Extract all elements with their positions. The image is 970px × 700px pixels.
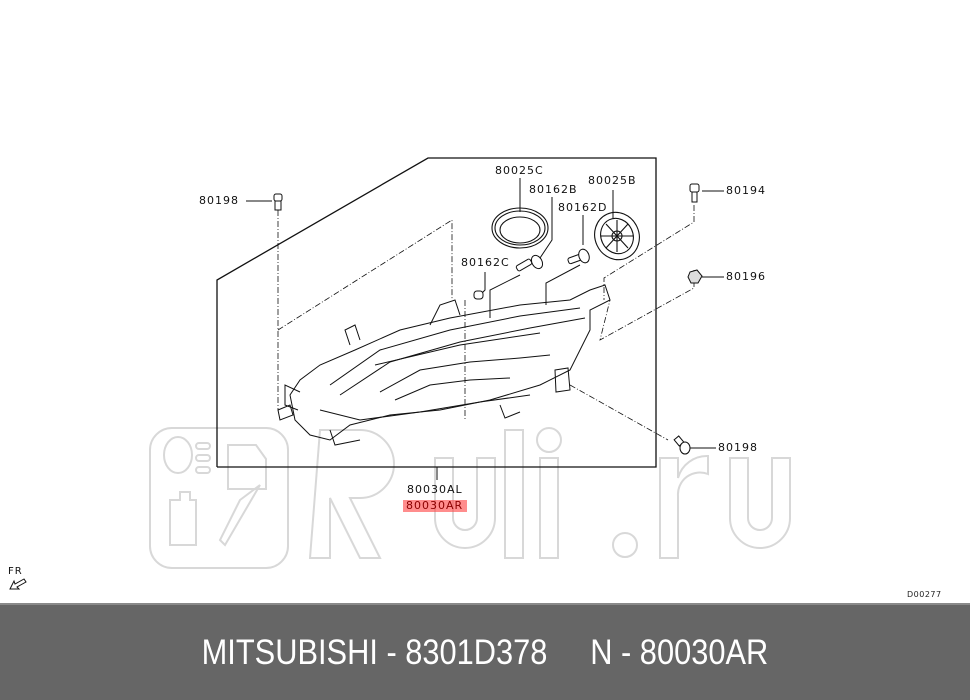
callout-80198-top: 80198 <box>199 194 239 207</box>
ring-80025C-icon <box>491 207 549 249</box>
callout-80030AR-highlighted[interactable]: 80030AR <box>403 500 468 512</box>
callout-80162B: 80162B <box>529 183 578 196</box>
bolt-80198-top-icon <box>273 193 283 211</box>
callout-80025B: 80025B <box>588 174 637 187</box>
callout-80030AL: 80030AL <box>407 483 463 496</box>
nut-80196-icon <box>687 269 703 284</box>
callout-80162D: 80162D <box>558 201 608 214</box>
callout-80198-bottom: 80198 <box>718 441 758 454</box>
drawing-code: D00277 <box>907 590 942 599</box>
bulb-80162D-icon <box>567 248 590 265</box>
diagram-canvas: 80198 80025C 80162B 80025B 80162D 80162C… <box>8 157 942 599</box>
callout-80194: 80194 <box>726 184 766 197</box>
arrow-down-left-icon <box>9 578 27 590</box>
assembly-frame <box>216 157 657 468</box>
headlamp-diagram <box>149 157 791 569</box>
footer-part-info: MITSUBISHI - 8301D378 N - 80030AR <box>201 632 769 672</box>
headlamp-body <box>277 284 611 446</box>
cap-80025B-icon <box>594 211 640 261</box>
bolt-80198-bottom-icon <box>673 435 691 455</box>
bulb-80162B-icon <box>515 254 544 272</box>
callout-80162C: 80162C <box>461 256 510 269</box>
callout-80196: 80196 <box>726 270 766 283</box>
front-orientation-indicator: FR <box>8 566 28 594</box>
bulb-80162C-icon <box>473 290 484 300</box>
callout-lines <box>246 178 724 480</box>
footer-bar: MITSUBISHI - 8301D378 N - 80030AR <box>0 603 970 700</box>
fr-label: FR <box>8 566 23 577</box>
callout-80025C: 80025C <box>495 164 544 177</box>
bolt-80194-icon <box>689 183 700 203</box>
watermark-logo <box>149 427 791 569</box>
